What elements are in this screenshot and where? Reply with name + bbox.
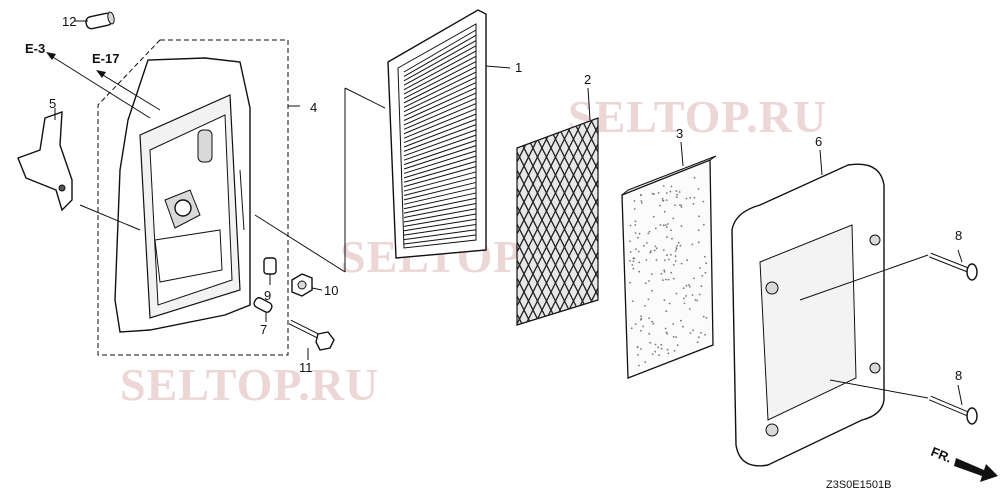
ref-e17: E-17 [92,51,119,66]
label-6: 6 [815,134,822,149]
label-8-upper: 8 [955,228,962,243]
label-7: 7 [260,322,267,337]
part-3-foam-filter [621,155,717,379]
front-arrow-icon [954,458,998,482]
part-12-cap [74,11,115,30]
part-11-bolt [288,319,335,360]
label-8-lower: 8 [955,368,962,383]
ref-arrows [46,52,161,119]
part-10-nut [291,273,323,297]
front-label: FR. [929,444,954,466]
part-1-filter-element [387,9,487,259]
label-4: 4 [310,100,317,115]
label-5: 5 [49,96,56,111]
leader-case-filter [254,214,346,273]
label-2: 2 [584,72,591,87]
part-9-collar [263,257,277,285]
front-marker: FR. [929,444,998,482]
part-5-bracket [17,108,73,212]
label-10: 10 [324,283,338,298]
label-11: 11 [299,360,313,375]
group-box-4 [97,39,300,356]
ref-e3: E-3 [25,41,45,56]
diagram-code: Z3S0E1501B [826,479,891,491]
part-4-case [114,57,251,333]
label-9: 9 [264,288,271,303]
label-3: 3 [676,126,683,141]
part-7-pin [253,297,273,322]
watermark-bottom: SELTOP.RU [120,359,379,410]
label-1: 1 [515,60,522,75]
watermark-top: SELTOP.RU [568,91,827,142]
part-6-cover [731,163,885,467]
part-8-bolt-lower [829,379,978,425]
leader-bracket-case [79,204,141,231]
part-8-bolt-upper [799,249,978,301]
label-12: 12 [62,14,76,29]
